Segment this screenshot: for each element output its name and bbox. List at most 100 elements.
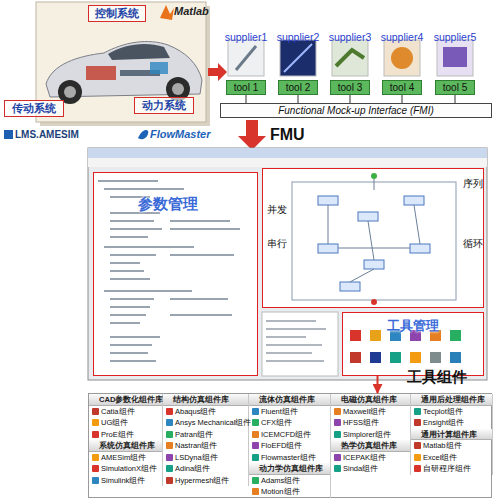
library-header: 系统仿真组件库 [89,440,162,452]
component-icon [252,431,259,438]
component-icon [334,408,341,415]
library-row: Matlab组件 [411,440,492,452]
library-row: FloEFD组件 [249,440,330,452]
node-label: 控制系统 [95,6,139,21]
component-icon [414,465,421,472]
control-unit [150,62,168,74]
log-pane [262,312,338,376]
node-label: tool 1 [234,82,258,93]
link-line [350,95,351,103]
tool-box: supplier4tool 4 [382,80,422,95]
component-library: 结构仿真组件库Abaqus组件Ansys Mechanical组件Patran组… [163,394,249,486]
library-row: Simulink组件 [89,475,162,487]
component-icon [166,477,173,484]
library-row: AMESim组件 [89,452,162,464]
logo-text: FlowMaster [150,128,211,140]
component-name: Flowmaster组件 [261,452,316,463]
library-row: 自研程序组件 [411,463,492,475]
component-icon [166,419,173,426]
supplier-name: supplier1 [225,31,268,43]
system-callout: 控制系统 [88,5,146,22]
component-library: CAD参数化组件库Catia组件UG组件ProE组件 [89,394,163,440]
library-row: LSDyna组件 [163,452,248,464]
component-name: Ansys Mechanical组件 [175,417,251,428]
tool-box: supplier3tool 3 [330,80,370,95]
library-row: Adams组件 [249,475,330,487]
supplier-image [437,40,473,76]
component-library: 动力学仿真组件库Adams组件Motion组件 [249,463,331,498]
node-label: 传动系统 [12,101,56,116]
tool-icons [350,330,461,363]
component-icon [166,431,173,438]
component-name: Excel组件 [423,452,457,463]
system-callout: 动力系统 [134,97,194,114]
component-name: AMESim组件 [101,452,146,463]
logo-text: LMS.AMESIM [15,129,79,140]
component-library: 电磁仿真组件库Maxwell组件HFSS组件Simplorer组件 [331,394,411,440]
library-row: ICEPAK组件 [331,452,410,464]
menu-bar [88,158,487,167]
flow-frame [292,182,456,300]
car-body [46,42,202,97]
component-name: UG组件 [101,417,128,428]
library-row: Tecplot组件 [411,406,492,418]
library-header: 结构仿真组件库 [163,394,248,406]
component-name: CFX组件 [261,417,292,428]
component-icon [414,408,421,415]
link-line [402,95,403,103]
supplier-image [228,40,264,76]
component-icon [92,408,99,415]
supplier-name: supplier2 [277,31,320,43]
node-label: Functional Mock-up Interface (FMI) [278,105,434,116]
component-name: Adams组件 [261,475,300,486]
supplier-name: supplier4 [381,31,424,43]
supplier-image [391,47,413,69]
link-line [246,95,247,103]
library-row: Catia组件 [89,406,162,418]
car-window [108,44,170,60]
library-row: Hypermesh组件 [163,475,248,487]
component-icon [334,431,341,438]
component-name: 自研程序组件 [423,463,471,474]
flowmaster-logo [138,130,148,139]
node-label: tool 5 [443,82,467,93]
supplier-image [332,40,368,76]
library-header: 热学仿真组件库 [331,440,410,452]
library-row: Ansys Mechanical组件 [163,417,248,429]
supplier-image [443,47,467,67]
component-icon [334,419,341,426]
supplier-image [280,40,316,76]
component-library: 流体仿真组件库Fluent组件CFX组件ICEMCFD组件FloEFD组件Flo… [249,394,331,463]
supplier-image [236,46,256,70]
component-name: Simplorer组件 [343,429,391,440]
link-line [298,95,299,103]
component-library: 热学仿真组件库ICEPAK组件Sinda组件 [331,440,411,475]
lms-logo [4,130,13,139]
supplier-name: supplier5 [434,31,477,43]
library-row: Adina组件 [163,463,248,475]
tool-region: 工具管理 [342,312,484,376]
node-label: 动力系统 [142,98,186,113]
link-line [455,95,456,103]
component-icon [166,465,173,472]
arrow-connector [377,376,379,393]
wheel-hub [172,83,184,95]
system-callout: 传动系统 [4,100,64,117]
node-label: 工具组件 [407,368,467,387]
log-lines [266,320,326,362]
component-icon [334,454,341,461]
node-label: tool 4 [390,82,414,93]
engine-part [86,66,116,80]
node-label: tool 2 [286,82,310,93]
library-row: UG组件 [89,417,162,429]
wheel-hub [64,86,76,98]
node-label: 串行 [267,237,287,251]
library-row: Simplorer组件 [331,429,410,441]
component-name: Maxwell组件 [343,406,386,417]
supplier-image [336,50,364,66]
component-icon [252,419,259,426]
library-row: Patran组件 [163,429,248,441]
component-icon [92,454,99,461]
